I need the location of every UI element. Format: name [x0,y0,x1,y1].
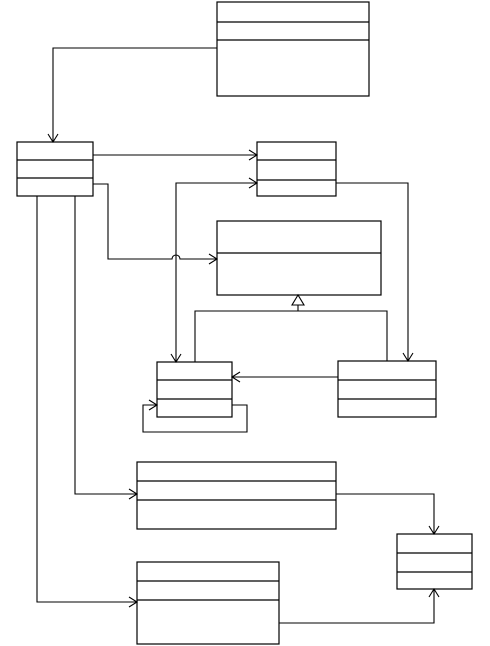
relation-generalization-right-line [298,310,388,361]
relation-top-to-left-arrowhead [47,133,59,144]
relation-lower-wide-to-right-lower [336,493,440,536]
relation-left-to-abstract-middle-arrowhead [208,253,219,265]
relation-bottom-to-right-lower [279,587,440,624]
relation-lower-wide-to-right-lower-arrowhead [428,525,440,536]
relation-upper-middle-to-child-left-arrowhead [170,353,182,364]
relation-top-to-left [47,47,217,144]
relation-left-to-abstract-middle [93,183,219,265]
class-right-lower-box [396,533,473,590]
relation-child-right-to-child-left-arrowhead [230,371,241,383]
relation-left-to-bottom-arrowhead [128,596,139,608]
class-child-left-frame [156,361,233,418]
class-bottom-box [136,561,280,645]
relation-left-to-lower-wide-arrowhead [128,488,139,500]
relation-left-to-bottom-line [36,196,137,603]
relation-bottom-to-right-lower-arrowhead [428,587,440,598]
class-abstract-middle-frame [216,220,382,296]
relation-child-left-self [142,399,248,433]
relation-left-to-bottom [36,196,139,608]
class-lower-wide-box [136,461,337,530]
relation-child-left-self-arrowhead [148,399,159,411]
class-lower-wide-frame [136,461,337,530]
class-top-frame [216,1,370,97]
generalization-triangle [291,293,305,306]
class-child-right-box [337,360,437,418]
relation-left-to-upper-middle-arrowhead [248,149,259,161]
relation-generalization-left [194,305,299,362]
class-top-box [216,1,370,97]
relation-left-to-lower-wide-line [74,196,137,495]
relation-upper-middle-to-child-right-line [336,182,409,361]
relation-upper-middle-to-child-left-line [175,182,257,362]
class-upper-middle-box [256,141,337,197]
class-abstract-middle-box [216,220,382,296]
relation-bottom-to-right-lower-line [279,589,435,624]
relation-lower-wide-to-right-lower-line [336,493,435,534]
class-child-left-box [156,361,233,418]
relation-left-to-upper-middle [93,149,259,161]
upper-middle-arrowhead [248,177,259,189]
class-child-right-frame [337,360,437,418]
class-bottom-frame [136,561,280,645]
class-upper-middle-frame [256,141,337,197]
relation-generalization-right [298,310,388,361]
relation-upper-middle-to-child-right [336,182,414,363]
class-left-frame [16,141,94,197]
relation-generalization-left-line [194,305,299,362]
relation-child-right-to-child-left [230,371,338,383]
relation-child-left-self-line [142,404,248,433]
relation-top-to-left-line [52,47,217,142]
relation-left-to-lower-wide [74,196,139,500]
relation-upper-middle-to-child-right-arrowhead [402,352,414,363]
class-right-lower-frame [396,533,473,590]
relation-left-to-abstract-middle-line [93,183,217,260]
relation-child-left-to-upper-middle-head [248,177,259,189]
class-left-box [16,141,94,197]
relation-upper-middle-to-child-left [170,182,257,364]
